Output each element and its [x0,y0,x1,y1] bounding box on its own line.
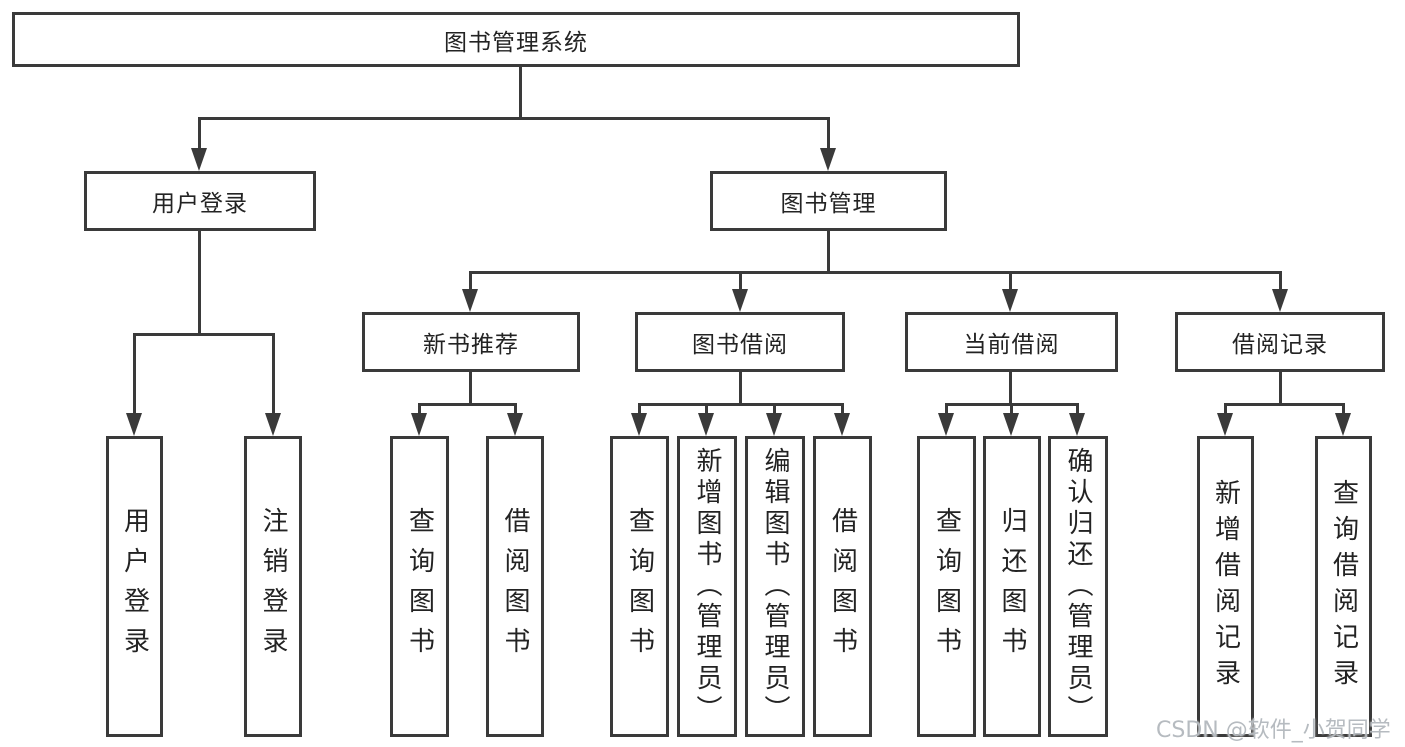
connector-arrowhead [265,413,281,436]
leaf-logout-label: 注销登录 [258,506,288,667]
connector-line [469,271,1282,274]
connector-line [1342,403,1345,417]
leaf-query-borrow-record-label: 查询借阅记录 [1328,478,1359,695]
leaf-add-borrow-record-label: 新增借阅记录 [1210,478,1241,695]
connector-arrowhead [820,148,836,171]
connector-line [945,403,948,417]
connector-line [198,117,201,153]
connector-line [1009,271,1012,293]
node-book-management: 图书管理 [710,171,947,231]
leaf-return-books-label: 归还图书 [997,506,1027,667]
leaf-add-borrow-record: 新增借阅记录 [1197,436,1254,737]
leaf-query-books-2-label: 查询图书 [624,506,655,667]
leaf-confirm-return-admin-label: 确认归还（管理员） [1063,447,1093,726]
connector-line [1224,403,1227,417]
connector-line [638,403,843,406]
connector-arrowhead [1272,289,1288,312]
connector-line [514,403,517,417]
connector-line [827,117,830,153]
connector-line [1279,271,1282,293]
csdn-watermark: CSDN @软件_小贺同学 [1156,718,1391,743]
node-borrow-records-label: 借阅记录 [1232,332,1328,358]
connector-line [469,271,472,293]
node-new-book-recommend: 新书推荐 [362,312,580,372]
node-book-borrow: 图书借阅 [635,312,845,372]
leaf-user-login: 用户登录 [106,436,163,737]
connector-arrowhead [191,148,207,171]
connector-line [133,333,136,415]
connector-line [1279,372,1282,405]
node-new-book-recommend-label: 新书推荐 [423,332,519,358]
node-root-label: 图书管理系统 [444,29,588,56]
node-root: 图书管理系统 [12,12,1020,67]
connector-arrowhead [732,289,748,312]
leaf-borrow-books-2-label: 借阅图书 [827,506,858,667]
connector-arrowhead [1335,413,1351,436]
leaf-borrow-books-2: 借阅图书 [813,436,872,737]
leaf-borrow-books-1-label: 借阅图书 [500,506,530,667]
connector-line [272,333,275,415]
connector-arrowhead [1217,413,1233,436]
connector-arrowhead [411,413,427,436]
connector-line [418,403,517,406]
connector-line [1009,372,1012,405]
node-borrow-records: 借阅记录 [1175,312,1385,372]
leaf-query-books-1: 查询图书 [390,436,449,737]
connector-line [198,117,830,120]
leaf-edit-books-admin-label: 编辑图书（管理员） [760,447,790,726]
connector-arrowhead [1002,289,1018,312]
leaf-query-books-2: 查询图书 [610,436,669,737]
leaf-borrow-books-1: 借阅图书 [486,436,544,737]
connector-line [1010,403,1013,417]
connector-line [198,231,201,335]
connector-arrowhead [507,413,523,436]
connector-arrowhead [1003,413,1019,436]
connector-arrowhead [698,413,714,436]
node-current-borrow-label: 当前借阅 [963,332,1060,358]
connector-arrowhead [1069,413,1085,436]
node-current-borrow: 当前借阅 [905,312,1118,372]
leaf-query-books-1-label: 查询图书 [404,506,435,667]
leaf-logout: 注销登录 [244,436,302,737]
connector-line [469,372,472,405]
connector-line [133,333,275,336]
leaf-edit-books-admin: 编辑图书（管理员） [745,436,805,737]
leaf-return-books: 归还图书 [983,436,1041,737]
connector-line [519,66,522,119]
leaf-query-books-3-label: 查询图书 [931,506,962,667]
connector-line [827,231,830,274]
connector-arrowhead [126,413,142,436]
leaf-query-borrow-record: 查询借阅记录 [1315,436,1372,737]
connector-line [739,271,742,293]
connector-line [841,403,844,417]
node-book-management-label: 图书管理 [780,191,877,217]
connector-line [773,403,776,417]
connector-line [1224,403,1344,406]
node-user-login-label: 用户登录 [152,191,248,217]
leaf-add-books-admin: 新增图书（管理员） [677,436,737,737]
connector-line [638,403,641,417]
node-book-borrow-label: 图书借阅 [692,332,788,358]
connector-line [739,372,742,405]
connector-arrowhead [631,413,647,436]
leaf-confirm-return-admin: 确认归还（管理员） [1048,436,1108,737]
connector-line [1076,403,1079,417]
leaf-query-books-3: 查询图书 [917,436,976,737]
node-user-login: 用户登录 [84,171,316,231]
connector-line [705,403,708,417]
leaf-add-books-admin-label: 新增图书（管理员） [692,447,722,726]
connector-arrowhead [938,413,954,436]
connector-arrowhead [834,413,850,436]
connector-arrowhead [766,413,782,436]
connector-arrowhead [462,289,478,312]
leaf-user-login-label: 用户登录 [119,506,150,667]
connector-line [418,403,421,417]
